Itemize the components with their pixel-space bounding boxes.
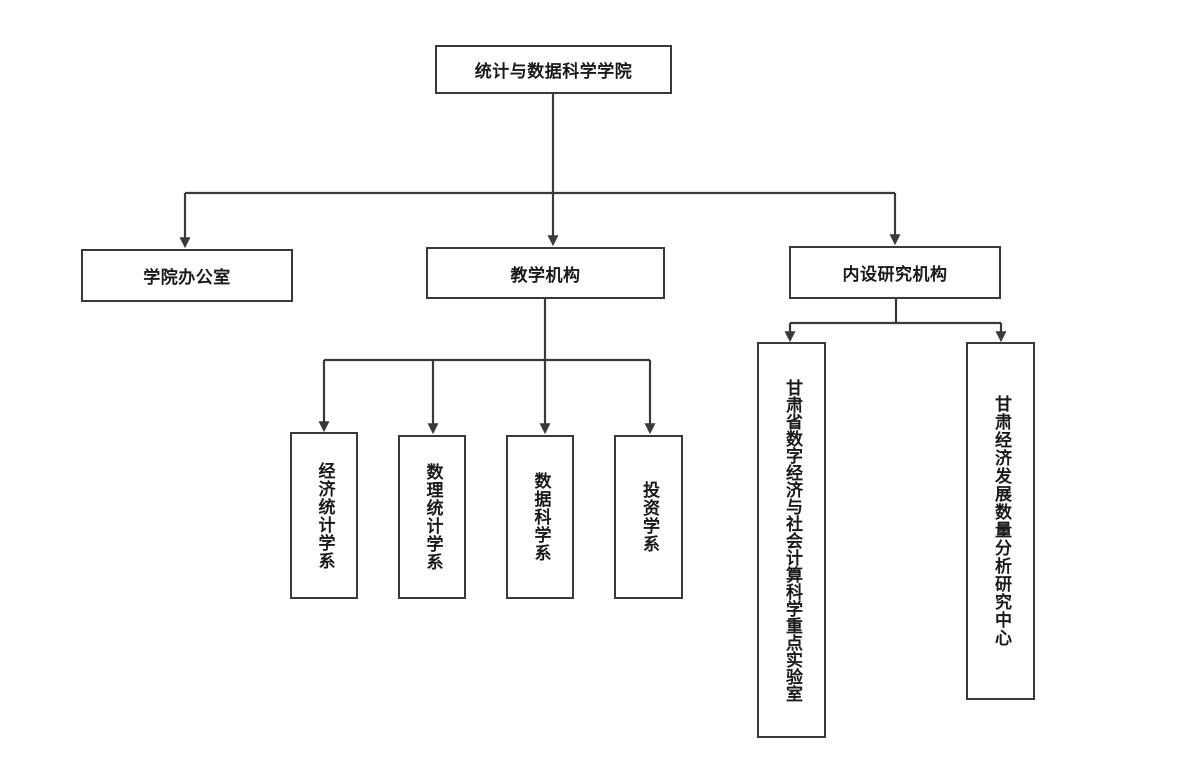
dept-economic-statistics-label: 经济统计学系 [314,461,335,570]
node-key-laboratory: 甘肃省数字经济与社会计算科学重点实验室 [757,342,826,738]
dept-mathematical-statistics-label: 数理统计学系 [422,463,443,571]
research-institutions-label: 内设研究机构 [842,265,948,285]
economic-analysis-center-label: 甘肃经济发展数量分析研究中心 [991,395,1011,647]
teaching-institutions-label: 教学机构 [510,265,581,286]
node-teaching-institutions: 教学机构 [426,247,665,299]
node-dept-data-science: 数据科学系 [506,435,574,599]
college-office-label: 学院办公室 [143,268,231,288]
root-label: 统计与数据科学学院 [474,62,633,82]
node-dept-mathematical-statistics: 数理统计学系 [398,435,466,599]
dept-investment-label: 投资学系 [639,481,659,553]
root-node: 统计与数据科学学院 [435,45,672,94]
node-research-institutions: 内设研究机构 [789,246,1001,299]
node-college-office: 学院办公室 [81,249,293,302]
dept-data-science-label: 数据科学系 [530,472,551,562]
node-dept-economic-statistics: 经济统计学系 [290,432,358,599]
key-laboratory-label: 甘肃省数字经济与社会计算科学重点实验室 [782,378,802,702]
node-economic-analysis-center: 甘肃经济发展数量分析研究中心 [966,342,1035,700]
node-dept-investment: 投资学系 [614,435,683,599]
